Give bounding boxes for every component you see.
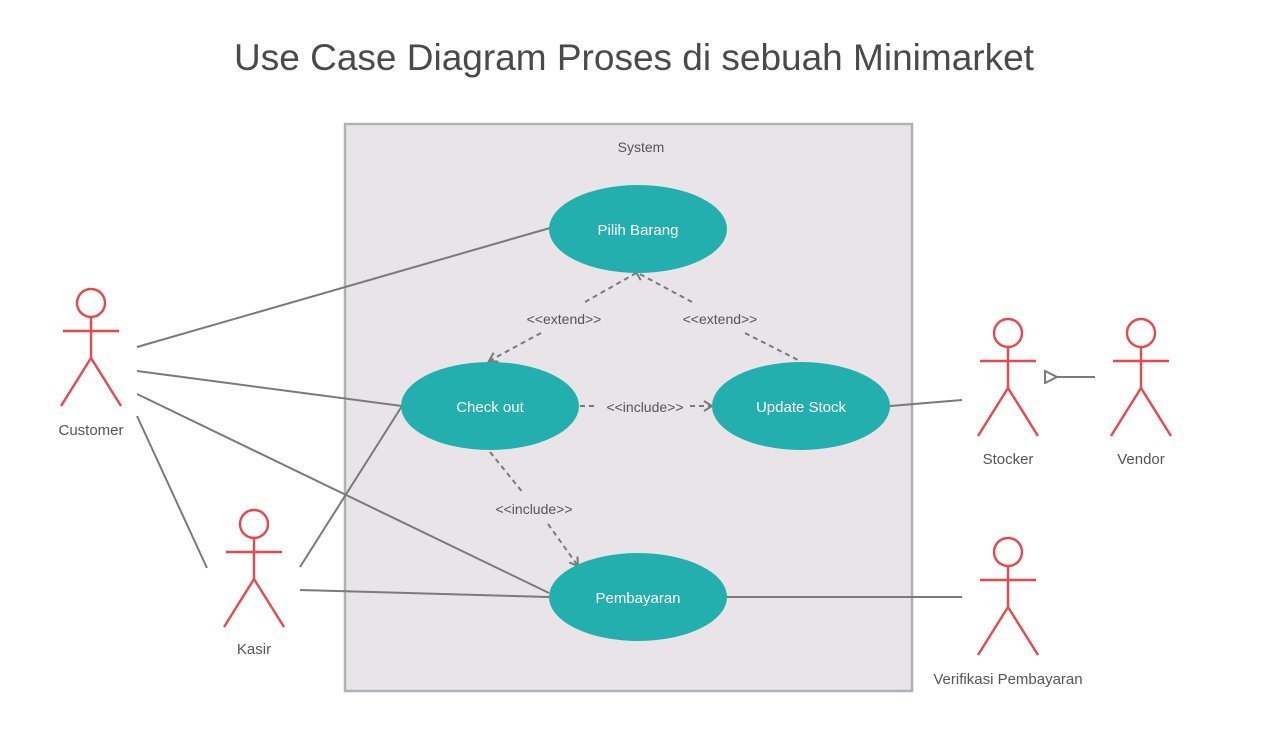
use-case-check-out-label: Check out: [456, 399, 524, 416]
extend-label-right: <<extend>>: [683, 311, 758, 327]
actor-stocker-figure-icon: [976, 317, 1040, 437]
use-case-update-stock-label: Update Stock: [756, 399, 847, 416]
page-title: Use Case Diagram Proses di sebuah Minima…: [234, 37, 1035, 78]
assoc-customer-check-out: [136, 370, 403, 407]
include-label-vertical: <<include>>: [495, 501, 572, 517]
use-case-check-out[interactable]: Check out: [401, 362, 579, 450]
assoc-kasir-check-out: [299, 405, 403, 568]
actor-verifikasi-pembayaran-label: Verifikasi Pembayaran: [933, 671, 1082, 688]
use-case-pembayaran[interactable]: Pembayaran: [549, 553, 727, 641]
actor-verifikasi-pembayaran[interactable]: Verifikasi Pembayaran: [933, 536, 1083, 688]
use-case-pembayaran-label: Pembayaran: [595, 590, 680, 607]
actor-stocker[interactable]: Stocker: [976, 317, 1040, 468]
actor-kasir-label: Kasir: [237, 641, 271, 658]
assoc-customer-pilih-barang: [136, 227, 551, 348]
actor-verifikasi-pembayaran-figure-icon: [976, 536, 1040, 656]
system-label: System: [618, 139, 665, 155]
assoc-stocker-update-stock: [889, 399, 963, 407]
actor-vendor-label: Vendor: [1117, 451, 1165, 468]
extend-label-left: <<extend>>: [527, 311, 602, 327]
actor-kasir[interactable]: Kasir: [222, 508, 286, 658]
extend-line-left-upper: [584, 271, 639, 303]
use-case-update-stock[interactable]: Update Stock: [712, 362, 890, 450]
actor-stocker-label: Stocker: [983, 451, 1034, 468]
extend-arrow-left-lower: [487, 332, 542, 363]
assoc-kasir-pembayaran: [299, 589, 550, 598]
assoc-customer-pembayaran: [136, 393, 550, 594]
actor-customer[interactable]: Customer: [58, 287, 124, 439]
actor-customer-label: Customer: [58, 422, 123, 439]
include-label-horizontal: <<include>>: [606, 399, 683, 415]
assoc-customer-kasir: [136, 415, 208, 569]
actor-customer-figure-icon: [59, 287, 123, 407]
actor-kasir-figure-icon: [222, 508, 286, 628]
extend-arrow-right-upper: [634, 270, 693, 303]
include-line-vertical-upper: [489, 451, 525, 495]
extend-line-right-lower: [744, 332, 801, 362]
actor-vendor[interactable]: Vendor: [1109, 317, 1173, 468]
use-case-pilih-barang-label: Pilih Barang: [598, 222, 679, 239]
actor-vendor-figure-icon: [1109, 317, 1173, 437]
use-case-pilih-barang[interactable]: Pilih Barang: [549, 185, 727, 273]
